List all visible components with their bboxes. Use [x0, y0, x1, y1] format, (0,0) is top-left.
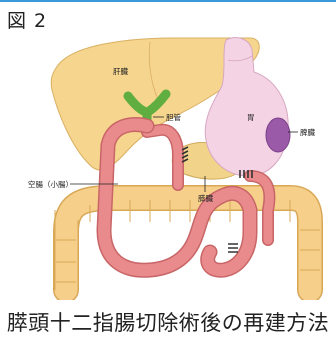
spleen — [266, 118, 290, 152]
bile-duct-label: 胆管 — [166, 112, 181, 122]
anatomy-diagram: 肝臓 胆管 胃 脾臓 空腸（小腸） 膵臓 — [0, 0, 336, 300]
stomach-label: 胃 — [247, 113, 255, 122]
jejunum-label: 空腸（小腸） — [28, 179, 73, 189]
pancreas-label: 膵臓 — [198, 193, 213, 203]
caption: 膵頭十二指腸切除術後の再建方法 — [0, 307, 336, 337]
spleen-label: 脾臓 — [300, 127, 315, 137]
liver-label: 肝臓 — [113, 66, 128, 76]
